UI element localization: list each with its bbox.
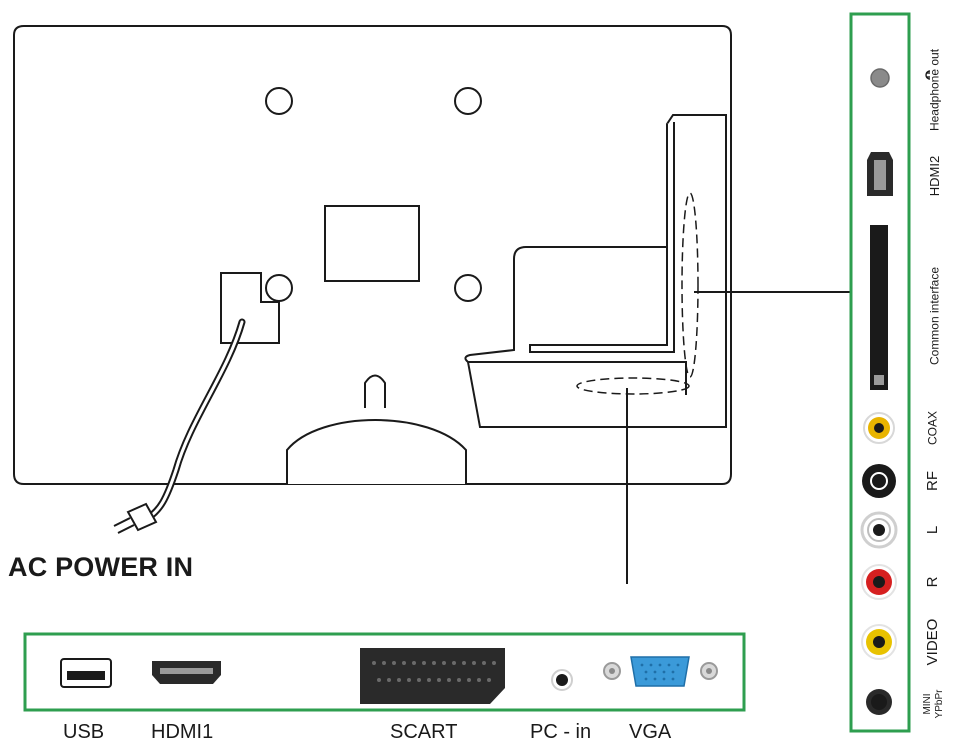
- power-plug-icon: [113, 502, 158, 534]
- stand-mount: [286, 374, 467, 484]
- headphone-jack-icon: [870, 68, 890, 88]
- headphone-out-label: Headphone out: [927, 48, 942, 132]
- hdmi2-port-icon: [867, 152, 893, 196]
- video-port-icon: [861, 624, 897, 660]
- mount-hole: [454, 274, 482, 302]
- tv-back-panel: [13, 25, 732, 485]
- mount-hole: [265, 274, 293, 302]
- mini-ypbpr-label-line1: MINI: [921, 693, 933, 715]
- left-audio-label: L: [924, 525, 942, 535]
- mount-hole: [265, 87, 293, 115]
- right-audio-label: R: [924, 576, 942, 588]
- side-port-panel: [849, 12, 931, 733]
- mini-ypbpr-port-icon: [866, 689, 892, 715]
- center-label-plate: [324, 205, 420, 282]
- vga-label: VGA: [629, 721, 672, 743]
- mini-ypbpr-label-line2: YPbPr: [933, 689, 945, 719]
- video-label: VIDEO: [924, 618, 942, 666]
- power-cord: [113, 272, 280, 534]
- audio-right-port-icon: [861, 564, 897, 600]
- mount-holes: [265, 87, 482, 302]
- hdmi1-label: HDMI1: [151, 721, 214, 743]
- connector-housing: [464, 114, 727, 428]
- common-interface-slot-icon: [870, 225, 888, 390]
- bottom-port-panel: [23, 632, 746, 712]
- usb-label: USB: [63, 721, 105, 743]
- audio-left-port-icon: [860, 511, 898, 549]
- headphone-icon: [925, 70, 931, 80]
- ac-power-in-label: AC POWER IN: [8, 552, 194, 582]
- rf-port-icon: [862, 464, 896, 498]
- usb-port-icon: [60, 658, 112, 688]
- coax-label: COAX: [925, 410, 940, 446]
- scart-label: SCART: [390, 721, 458, 743]
- hdmi1-port-icon: [152, 661, 221, 684]
- pc-in-label: PC - in: [530, 721, 592, 743]
- hdmi2-label: HDMI2: [927, 155, 943, 197]
- scart-port-icon: [360, 648, 505, 704]
- mount-hole: [454, 87, 482, 115]
- rf-label: RF: [924, 471, 942, 491]
- vga-port-icon: [603, 656, 718, 687]
- common-interface-label: Common interface: [927, 266, 942, 366]
- pc-in-port-icon: [551, 669, 573, 691]
- coax-port-icon: [863, 412, 895, 444]
